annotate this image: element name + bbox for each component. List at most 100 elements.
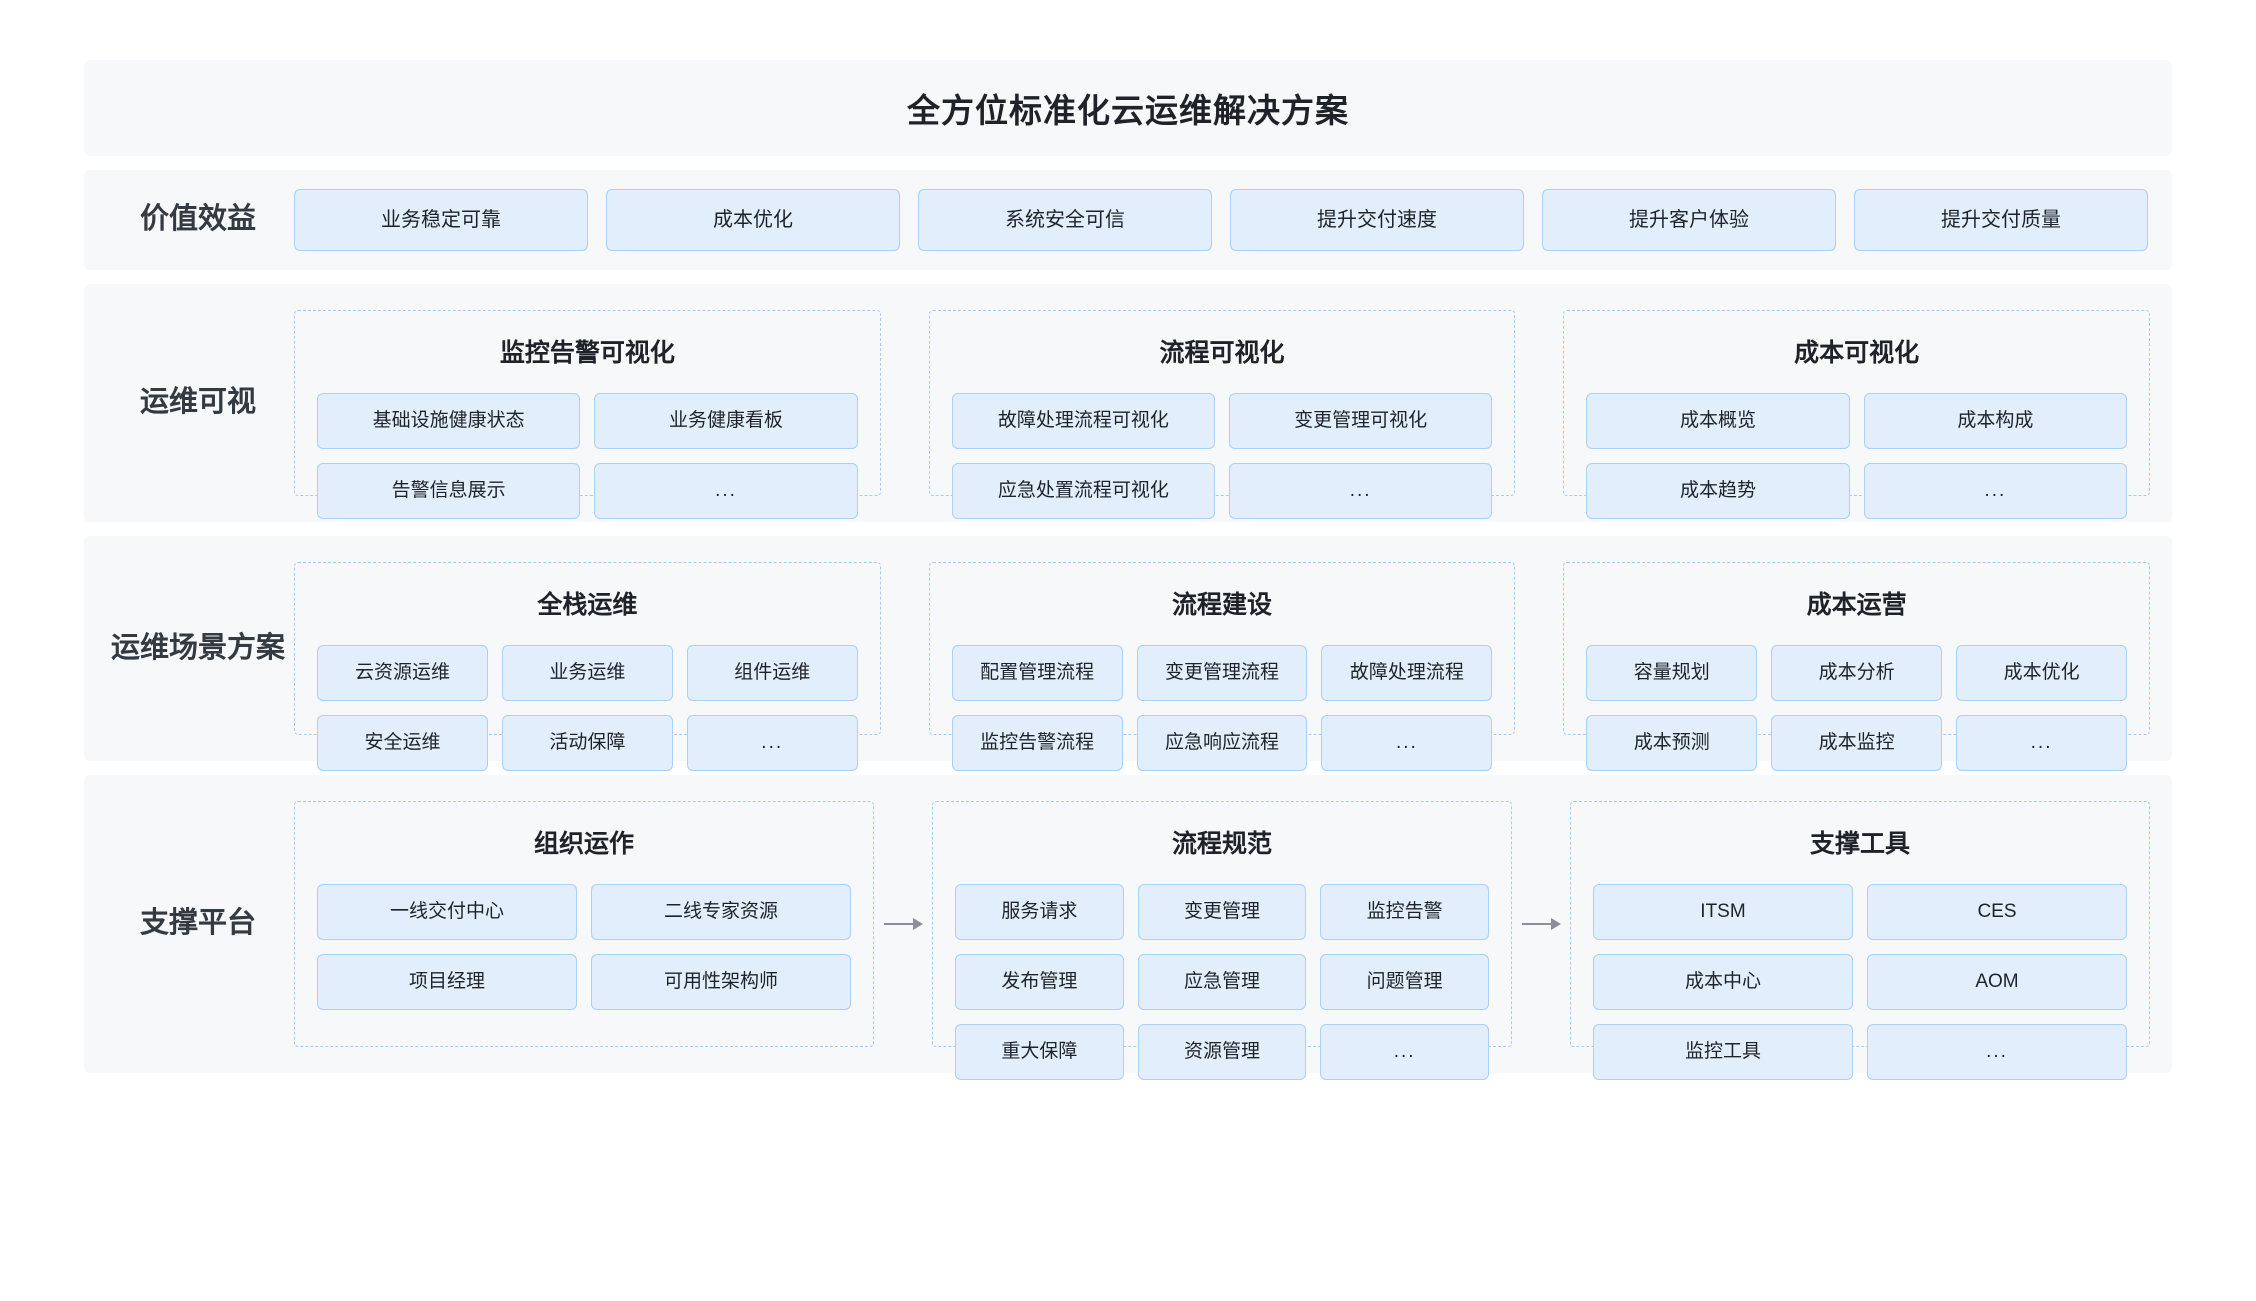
- panel-cost-visualization: 成本可视化 成本概览 成本构成 成本趋势 ...: [1563, 310, 2151, 519]
- panel-title: 流程建设: [1172, 591, 1273, 619]
- panel-item[interactable]: 安全运维: [317, 715, 488, 771]
- value-item[interactable]: 系统安全可信: [918, 189, 1212, 251]
- panel-item[interactable]: 监控工具: [1593, 1024, 1853, 1080]
- panel-item-more[interactable]: ...: [1320, 1024, 1489, 1080]
- panel-items: ITSM CES 成本中心 AOM 监控工具 ...: [1593, 884, 2127, 1080]
- panel-item[interactable]: 项目经理: [317, 954, 577, 1010]
- page-title: 全方位标准化云运维解决方案: [907, 92, 1349, 129]
- panel-item[interactable]: 应急管理: [1137, 954, 1307, 1010]
- panel-item[interactable]: 成本分析: [1771, 645, 1943, 701]
- panel-item[interactable]: 问题管理: [1320, 954, 1489, 1010]
- value-item[interactable]: 提升交付速度: [1230, 189, 1524, 251]
- panel-items: 容量规划 成本分析 成本优化 成本预测 成本监控 ...: [1586, 645, 2128, 771]
- panel-item[interactable]: 应急响应流程: [1136, 715, 1308, 771]
- panel-item-more[interactable]: ...: [594, 463, 858, 519]
- ops-visibility-band: 运维可视 监控告警可视化 基础设施健康状态 业务健康看板 告警信息展示 ... …: [84, 284, 2172, 522]
- support-platform-panels: 组织运作 一线交付中心 二线专家资源 项目经理 可用性架构师 流程规范 服务请求: [294, 801, 2150, 1080]
- panel-process-visualization: 流程可视化 故障处理流程可视化 变更管理可视化 应急处置流程可视化 ...: [928, 310, 1516, 519]
- panel-monitoring-alert-visualization: 监控告警可视化 基础设施健康状态 业务健康看板 告警信息展示 ...: [294, 310, 881, 519]
- panel-item-more[interactable]: ...: [1863, 463, 2128, 519]
- panel-item[interactable]: 变更管理可视化: [1229, 393, 1493, 449]
- panel-item[interactable]: 活动保障: [501, 715, 673, 771]
- value-benefit-band: 价值效益 业务稳定可靠 成本优化 系统安全可信 提升交付速度 提升客户体验 提升…: [84, 170, 2172, 270]
- panel-title: 全栈运维: [537, 591, 638, 619]
- panel-item[interactable]: 成本中心: [1593, 954, 1853, 1010]
- panel-item[interactable]: 成本预测: [1586, 715, 1758, 771]
- value-item[interactable]: 业务稳定可靠: [294, 189, 588, 251]
- panel-item[interactable]: ITSM: [1593, 884, 1853, 940]
- ops-scenario-band: 运维场景方案 全栈运维 云资源运维 业务运维 组件运维 安全运维 活动保障 ..…: [84, 536, 2172, 771]
- panel-item[interactable]: 监控告警流程: [951, 715, 1123, 771]
- panel-item[interactable]: 变更管理流程: [1136, 645, 1308, 701]
- panel-items: 云资源运维 业务运维 组件运维 安全运维 活动保障 ...: [317, 645, 858, 771]
- panel-title: 支撑工具: [1809, 830, 1910, 858]
- panel-item[interactable]: 告警信息展示: [317, 463, 581, 519]
- support-platform-band: 支撑平台 组织运作 一线交付中心 二线专家资源 项目经理 可用性架构师 流程规范: [84, 775, 2172, 1080]
- panel-item[interactable]: 故障处理流程可视化: [951, 393, 1215, 449]
- panel-item[interactable]: 业务运维: [501, 645, 673, 701]
- panel-item-more[interactable]: ...: [1229, 463, 1493, 519]
- panel-item-more[interactable]: ...: [1321, 715, 1493, 771]
- panel-item[interactable]: 可用性架构师: [591, 954, 851, 1010]
- panel-item[interactable]: 配置管理流程: [951, 645, 1123, 701]
- panel-item[interactable]: 应急处置流程可视化: [951, 463, 1215, 519]
- panel-items: 一线交付中心 二线专家资源 项目经理 可用性架构师: [317, 884, 851, 1010]
- row-label-value: 价值效益: [139, 203, 256, 236]
- panel-item[interactable]: 组件运维: [686, 645, 858, 701]
- panel-title: 成本运营: [1806, 591, 1907, 619]
- panel-item-more[interactable]: ...: [1867, 1024, 2127, 1080]
- panel-item-more[interactable]: ...: [1956, 715, 2128, 771]
- panel-item[interactable]: 业务健康看板: [594, 393, 858, 449]
- panel-item[interactable]: 一线交付中心: [317, 884, 577, 940]
- panel-item[interactable]: 成本监控: [1771, 715, 1943, 771]
- panel-item[interactable]: 成本构成: [1863, 393, 2128, 449]
- value-benefit-items: 业务稳定可靠 成本优化 系统安全可信 提升交付速度 提升客户体验 提升交付质量: [294, 189, 2154, 251]
- panel-support-tools: 支撑工具 ITSM CES 成本中心 AOM 监控工具 ...: [1570, 801, 2150, 1080]
- row-label-ops-scenario: 运维场景方案: [110, 631, 285, 664]
- ops-scenario-panels: 全栈运维 云资源运维 业务运维 组件运维 安全运维 活动保障 ... 流程建设 …: [294, 562, 2151, 771]
- panel-item[interactable]: 云资源运维: [317, 645, 488, 701]
- panel-item[interactable]: AOM: [1867, 954, 2127, 1010]
- connector-2: [1512, 801, 1570, 1047]
- panel-title: 流程规范: [1171, 830, 1272, 858]
- panel-item[interactable]: 监控告警: [1320, 884, 1489, 940]
- title-band: 全方位标准化云运维解决方案: [84, 60, 2172, 156]
- ops-visibility-panels: 监控告警可视化 基础设施健康状态 业务健康看板 告警信息展示 ... 流程可视化…: [294, 310, 2151, 519]
- value-item[interactable]: 提升客户体验: [1542, 189, 1836, 251]
- value-item[interactable]: 提升交付质量: [1854, 189, 2148, 251]
- panel-spacer: [881, 310, 929, 496]
- panel-item[interactable]: 容量规划: [1586, 645, 1758, 701]
- panel-item[interactable]: 变更管理: [1137, 884, 1307, 940]
- arrow-right-icon: [1522, 918, 1561, 930]
- panel-items: 服务请求 变更管理 监控告警 发布管理 应急管理 问题管理 重大保障 资源管理 …: [955, 884, 1489, 1080]
- row-label-support-platform: 支撑平台: [139, 907, 256, 940]
- panel-items: 成本概览 成本构成 成本趋势 ...: [1586, 393, 2128, 519]
- panel-title: 组织运作: [533, 830, 634, 858]
- panel-item[interactable]: CES: [1867, 884, 2127, 940]
- panel-full-stack-ops: 全栈运维 云资源运维 业务运维 组件运维 安全运维 活动保障 ...: [294, 562, 881, 771]
- panel-item[interactable]: 二线专家资源: [591, 884, 851, 940]
- panel-item[interactable]: 成本趋势: [1586, 463, 1850, 519]
- panel-items: 故障处理流程可视化 变更管理可视化 应急处置流程可视化 ...: [951, 393, 1493, 519]
- value-item[interactable]: 成本优化: [606, 189, 900, 251]
- panel-item[interactable]: 成本概览: [1586, 393, 1850, 449]
- panel-items: 配置管理流程 变更管理流程 故障处理流程 监控告警流程 应急响应流程 ...: [951, 645, 1493, 771]
- panel-item[interactable]: 服务请求: [955, 884, 1124, 940]
- panel-title: 监控告警可视化: [499, 339, 675, 367]
- panel-item[interactable]: 成本优化: [1956, 645, 2128, 701]
- connector-1: [874, 801, 932, 1047]
- panel-item-more[interactable]: ...: [686, 715, 858, 771]
- panel-item[interactable]: 重大保障: [955, 1024, 1124, 1080]
- panel-title: 成本可视化: [1794, 339, 1920, 367]
- panel-item[interactable]: 基础设施健康状态: [317, 393, 581, 449]
- panel-process-standard: 流程规范 服务请求 变更管理 监控告警 发布管理 应急管理 问题管理 重大保障 …: [932, 801, 1512, 1080]
- panel-item[interactable]: 发布管理: [955, 954, 1124, 1010]
- panel-title: 流程可视化: [1159, 339, 1285, 367]
- panel-items: 基础设施健康状态 业务健康看板 告警信息展示 ...: [317, 393, 858, 519]
- panel-item[interactable]: 故障处理流程: [1321, 645, 1493, 701]
- arrow-right-icon: [884, 918, 923, 930]
- panel-spacer: [881, 562, 929, 735]
- panel-spacer: [1515, 562, 1563, 735]
- panel-item[interactable]: 资源管理: [1137, 1024, 1307, 1080]
